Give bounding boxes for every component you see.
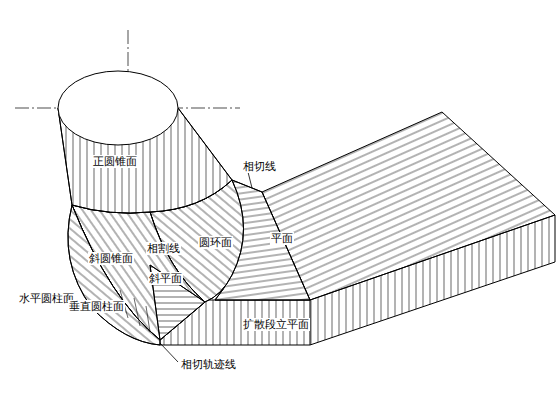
surface-label: 圆环面 <box>198 236 233 249</box>
surface-label: 扩散段立平面 <box>242 318 310 331</box>
surface-label: 斜圆锥面 <box>88 252 134 265</box>
surface-label: 斜平面 <box>148 272 183 285</box>
surface-label: 相切轨迹线 <box>180 358 237 371</box>
surface-label: 正圆锥面 <box>92 155 138 168</box>
surface-label: 垂直圆柱面 <box>68 300 125 313</box>
surface-label: 水平圆柱面 <box>18 292 75 305</box>
surface-label: 平面 <box>270 232 294 245</box>
surface-label: 相割线 <box>146 242 181 255</box>
surface-label: 相切线 <box>242 160 277 173</box>
